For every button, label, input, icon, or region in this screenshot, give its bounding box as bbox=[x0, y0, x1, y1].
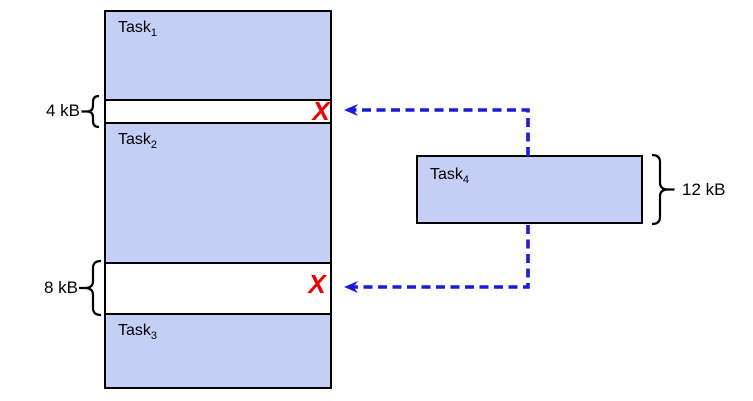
brace-4kb bbox=[81, 94, 100, 129]
brace-8kb bbox=[79, 259, 102, 317]
brace-12kb bbox=[651, 153, 675, 226]
reject-x-icon-4kb: X bbox=[312, 96, 330, 126]
task4-size-label: 12 kB bbox=[682, 180, 726, 199]
task2-label: Task2 bbox=[118, 131, 158, 152]
gap-8kb-block bbox=[106, 262, 330, 313]
gap-8kb-size-label: 8 kB bbox=[43, 278, 78, 297]
reject-x-icon-8kb: X bbox=[308, 269, 326, 299]
gap-4kb-block bbox=[106, 99, 330, 122]
task4-block: Task4 bbox=[416, 155, 643, 224]
task1-block: Task1 bbox=[106, 12, 330, 99]
dashed-arrow-to-4kb-gap bbox=[344, 104, 530, 156]
dashed-arrow-to-8kb-gap bbox=[344, 225, 530, 293]
task1-label: Task1 bbox=[118, 19, 158, 40]
gap-4kb-size-label: 4 kB bbox=[45, 101, 80, 120]
task4-label: Task4 bbox=[430, 166, 470, 187]
memory-column: Task1 Task2 Task3 bbox=[104, 10, 332, 389]
task2-block: Task2 bbox=[106, 122, 330, 262]
task3-label: Task3 bbox=[118, 322, 158, 343]
task3-block: Task3 bbox=[106, 313, 330, 387]
